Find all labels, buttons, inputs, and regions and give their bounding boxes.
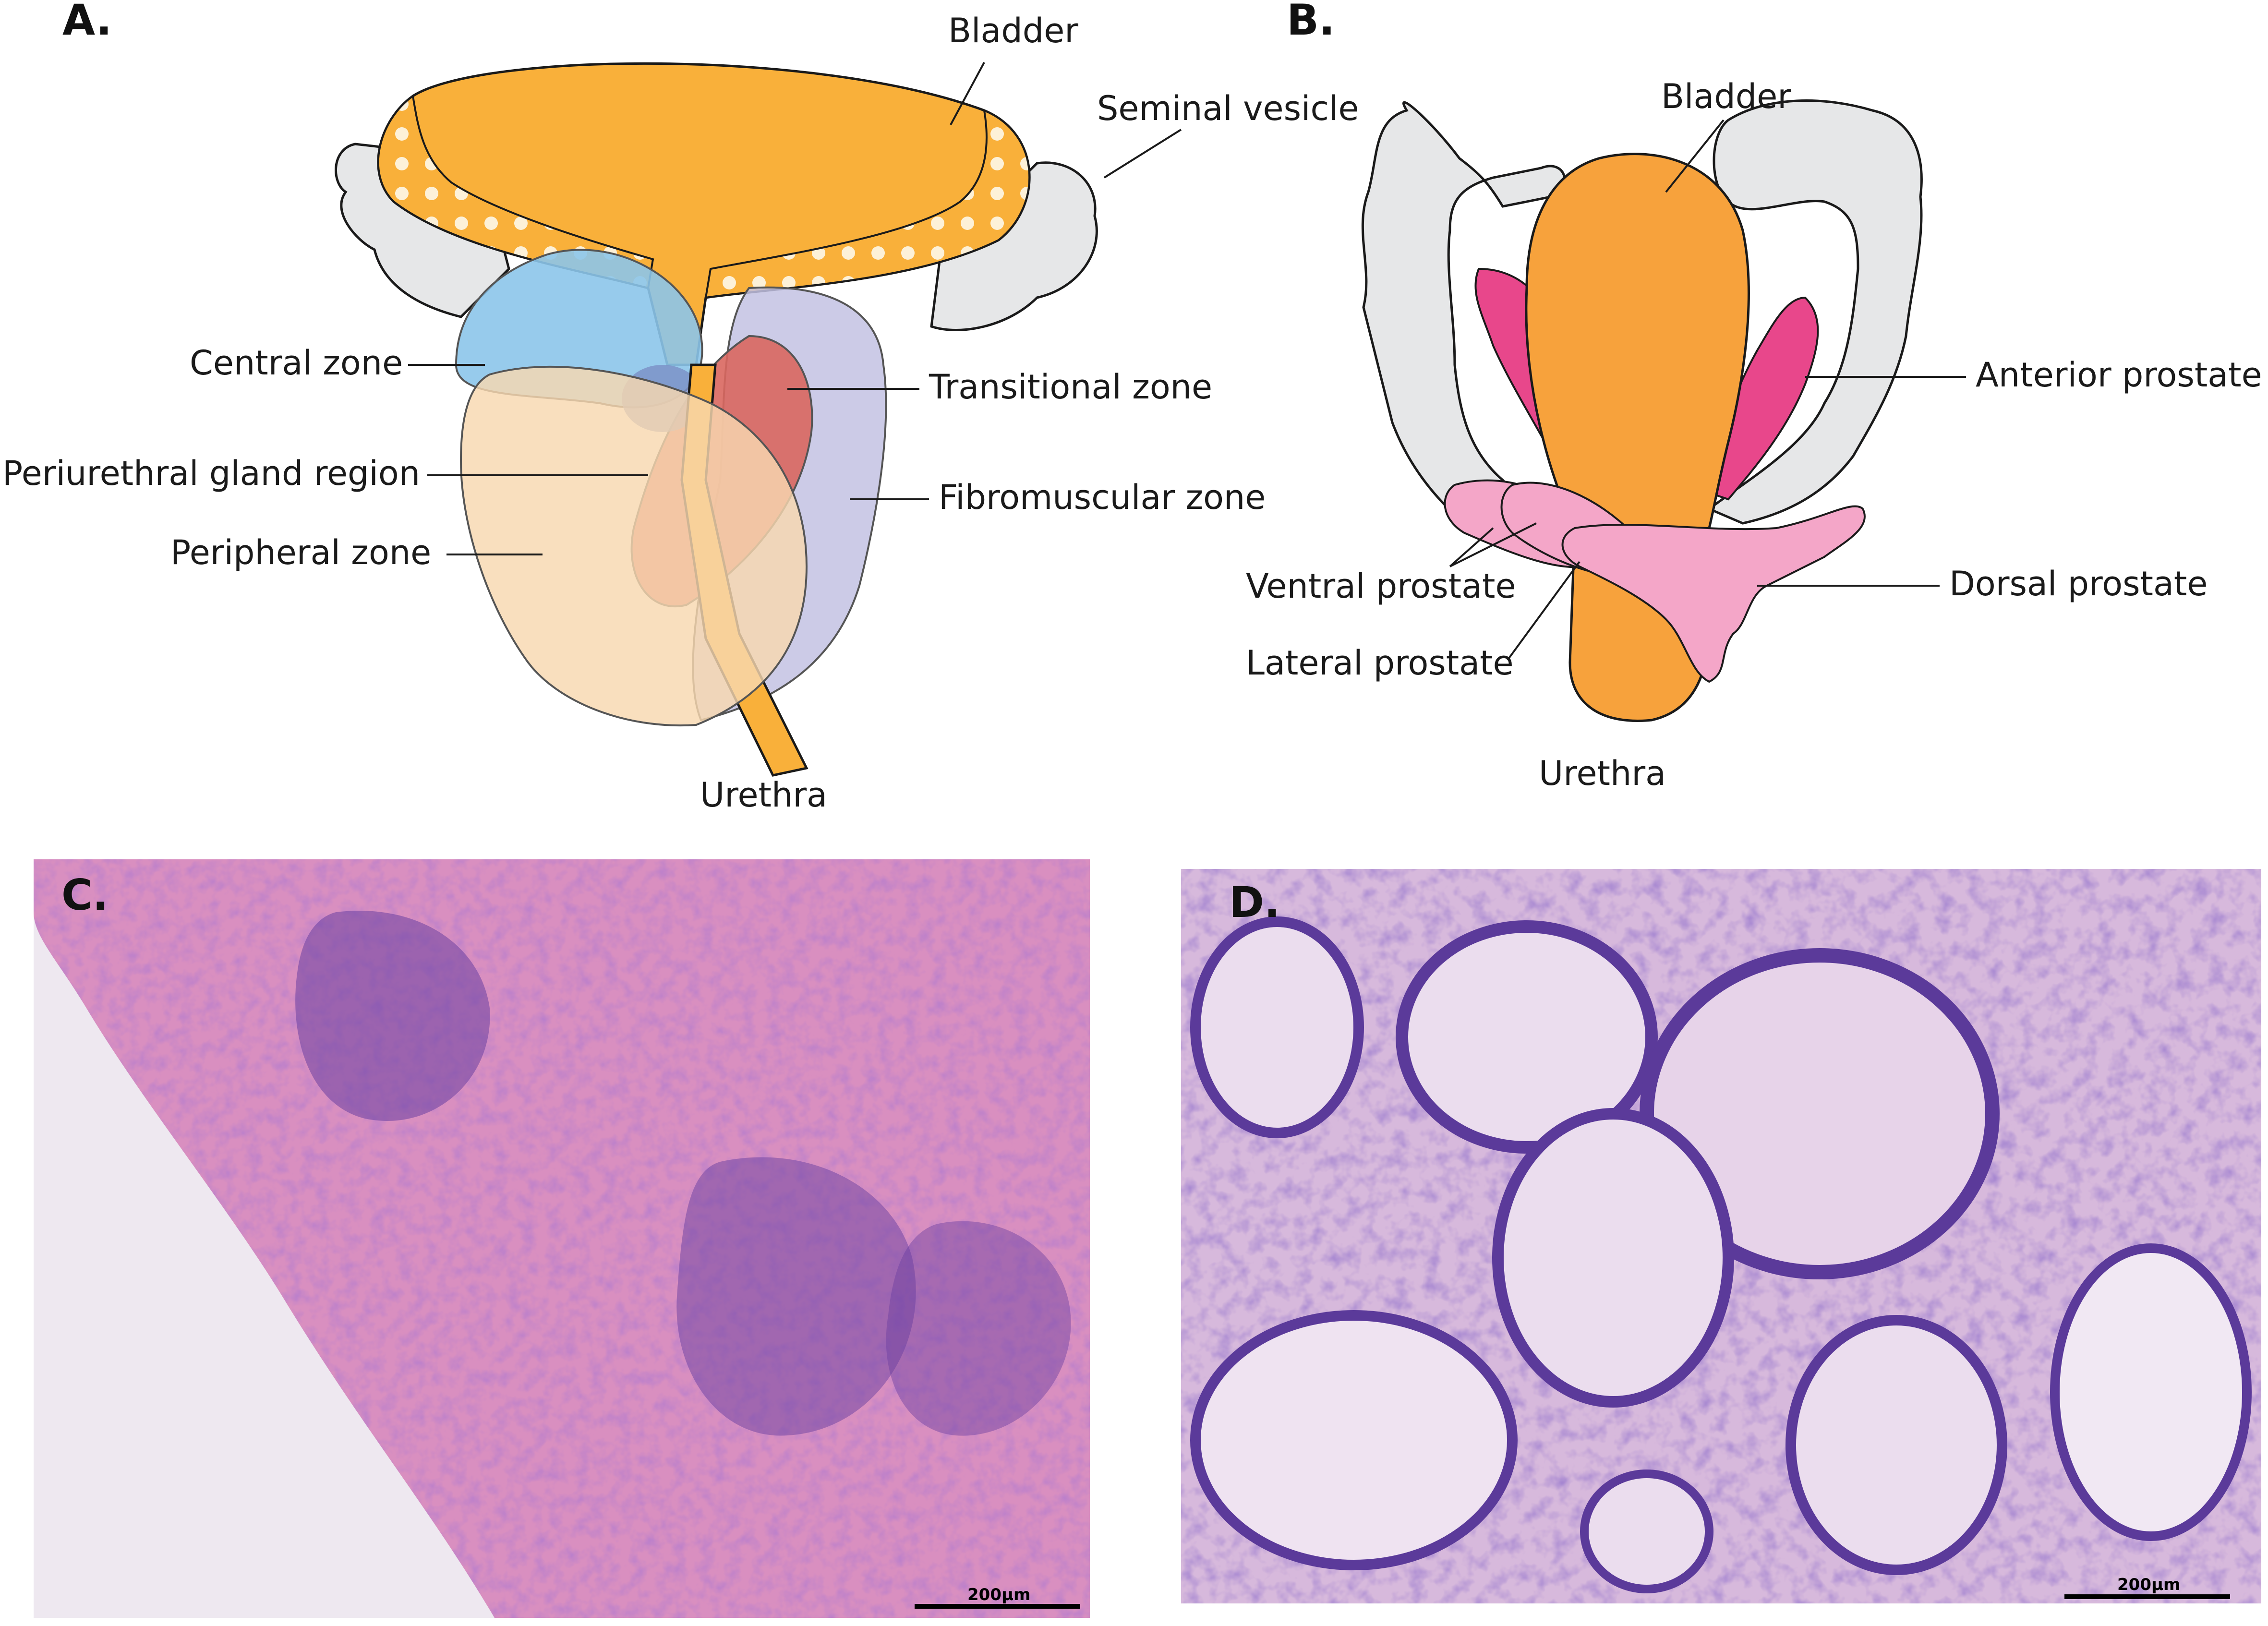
leader-bladder-b <box>1665 119 1725 193</box>
histology-c-gland-cluster-2 <box>676 1157 916 1436</box>
panel-a: A. Bladder Seminal vesicle Central zone … <box>2 0 1359 815</box>
label-urethra-b: Urethra <box>1539 754 1666 793</box>
histology-d-gland-8 <box>1580 1469 1713 1593</box>
leader-bladder-a <box>950 62 985 125</box>
leader-ventral-prostate-2 <box>1449 522 1537 567</box>
seminal-vesicle-right <box>930 161 1098 331</box>
label-bladder-a: Bladder <box>948 11 1078 50</box>
histology-d-gland-2 <box>1640 948 2000 1279</box>
label-dorsal-prostate: Dorsal prostate <box>1949 564 2208 603</box>
scale-bar-c-label: 200μm <box>967 1585 1030 1604</box>
panel-b-letter: B. <box>1287 0 1335 45</box>
panel-d-letter: D. <box>1229 878 1280 927</box>
panel-c-letter: C. <box>61 870 109 920</box>
peripheral-zone <box>459 365 808 726</box>
histology-c-tissue-texture <box>34 859 1090 1618</box>
label-bladder-b: Bladder <box>1661 77 1791 116</box>
seminal-vesicle-b-right <box>1707 99 1923 525</box>
histology-d-gland-1 <box>1396 920 1658 1154</box>
scale-bar-d-label: 200μm <box>2117 1575 2180 1594</box>
histology-d-gland-6 <box>2050 1243 2252 1541</box>
label-ventral-prostate: Ventral prostate <box>1246 566 1516 606</box>
histology-d-gland-5 <box>1785 1315 2007 1575</box>
bladder-wall-band-right <box>704 108 1031 299</box>
histology-c-gland-cluster-1 <box>295 910 490 1121</box>
label-peripheral-zone: Peripheral zone <box>170 533 431 572</box>
panel-b: B. Bladder Anterior prostate Ventral pro… <box>1246 0 2262 793</box>
leader-ventral-prostate-1 <box>1449 527 1494 567</box>
histology-d-gland-7 <box>1190 916 1364 1138</box>
histology-d-gland-3 <box>1492 1108 1734 1408</box>
label-transitional-zone: Transitional zone <box>929 367 1212 407</box>
panel-d: D. 200μm <box>1181 869 2261 1603</box>
dorsal-prostate <box>1561 505 1866 683</box>
label-central-zone: Central zone <box>190 343 403 383</box>
leader-seminal-vesicle <box>1103 129 1182 179</box>
histology-c-gland-cluster-3 <box>886 1221 1071 1436</box>
label-periurethral-gland-region: Periurethral gland region <box>2 454 420 493</box>
label-urethra-a: Urethra <box>700 775 827 815</box>
leader-lateral-prostate <box>1507 561 1580 661</box>
label-fibromuscular-zone: Fibromuscular zone <box>939 478 1266 517</box>
label-anterior-prostate: Anterior prostate <box>1976 355 2262 395</box>
panel-c: C. 200μm <box>34 859 1090 1618</box>
histology-d-gland-4 <box>1190 1310 1518 1570</box>
anterior-prostate-right <box>1713 296 1819 501</box>
panel-a-letter: A. <box>62 0 112 45</box>
label-seminal-vesicle: Seminal vesicle <box>1097 89 1359 128</box>
label-lateral-prostate: Lateral prostate <box>1246 643 1514 683</box>
